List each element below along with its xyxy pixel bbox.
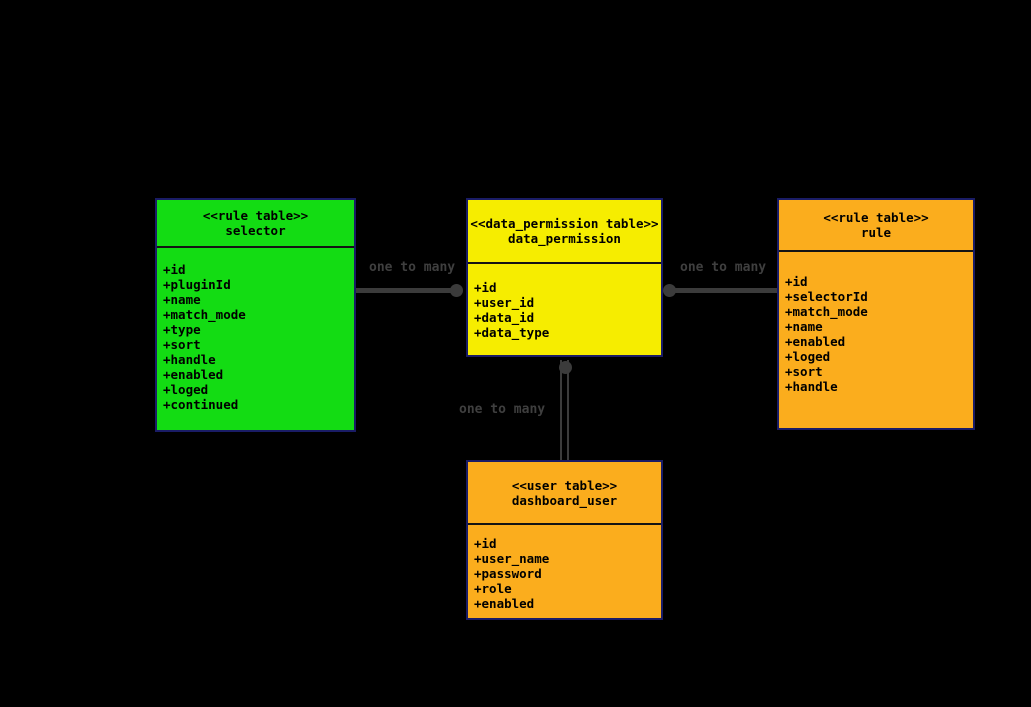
field: +match_mode xyxy=(785,304,868,319)
field: +id xyxy=(474,536,497,551)
field: +enabled xyxy=(474,596,535,611)
entity-stereotype: <<rule table>> xyxy=(823,210,929,225)
connector-label-one-to-many: one to many xyxy=(459,402,546,417)
entity-header: <<rule table>> selector xyxy=(157,200,354,248)
field: +data_id xyxy=(474,310,535,325)
field: +password xyxy=(474,566,542,581)
entity-name: data_permission xyxy=(508,231,621,246)
entity-header: <<rule table>> rule xyxy=(779,200,973,252)
field: +sort xyxy=(785,364,823,379)
entity-fields: +id +user_id +data_id +data_type xyxy=(468,264,661,340)
connector-datapermission-to-dashboarduser xyxy=(560,360,569,460)
field: +selectorId xyxy=(785,289,868,304)
entity-rule: <<rule table>> rule +id +selectorId +mat… xyxy=(777,198,975,430)
entity-stereotype: <<data_permission table>> xyxy=(470,216,659,231)
circle-endpoint-icon xyxy=(559,361,572,374)
field: +enabled xyxy=(163,367,224,382)
connector-label-one-to-many: one to many xyxy=(369,260,456,275)
entity-fields: +id +selectorId +match_mode +name +enabl… xyxy=(779,252,973,394)
field: +id xyxy=(785,274,808,289)
field: +name xyxy=(163,292,201,307)
field: +continued xyxy=(163,397,239,412)
field: +id xyxy=(474,280,497,295)
entity-header: <<user table>> dashboard_user xyxy=(468,462,661,525)
field: +user_name xyxy=(474,551,550,566)
entity-stereotype: <<rule table>> xyxy=(202,208,309,223)
field: +name xyxy=(785,319,823,334)
connector-datapermission-to-rule xyxy=(672,288,777,293)
field: +handle xyxy=(785,379,838,394)
field: +user_id xyxy=(474,295,535,310)
entity-fields: +id +user_name +password +role +enabled xyxy=(468,525,661,611)
field: +role xyxy=(474,581,512,596)
entity-data-permission: <<data_permission table>> data_permissio… xyxy=(466,198,663,357)
entity-selector: <<rule table>> selector +id +pluginId +n… xyxy=(155,198,356,432)
field: +enabled xyxy=(785,334,846,349)
connector-selector-to-datapermission xyxy=(356,288,454,293)
field: +match_mode xyxy=(163,307,246,322)
entity-name: dashboard_user xyxy=(511,492,618,508)
connector-label-one-to-many: one to many xyxy=(680,260,767,275)
field: +type xyxy=(163,322,201,337)
entity-header: <<data_permission table>> data_permissio… xyxy=(468,200,661,264)
entity-dashboard-user: <<user table>> dashboard_user +id +user_… xyxy=(466,460,663,620)
field: +sort xyxy=(163,337,201,352)
field: +data_type xyxy=(474,325,550,340)
field: +loged xyxy=(163,382,209,397)
field: +id xyxy=(163,262,186,277)
field: +handle xyxy=(163,352,216,367)
entity-name: rule xyxy=(860,225,892,240)
field: +loged xyxy=(785,349,831,364)
entity-fields: +id +pluginId +name +match_mode +type +s… xyxy=(157,248,354,412)
circle-endpoint-icon xyxy=(663,284,676,297)
entity-name: selector xyxy=(225,223,286,238)
entity-stereotype: <<user table>> xyxy=(511,477,618,493)
circle-endpoint-icon xyxy=(450,284,463,297)
field: +pluginId xyxy=(163,277,231,292)
